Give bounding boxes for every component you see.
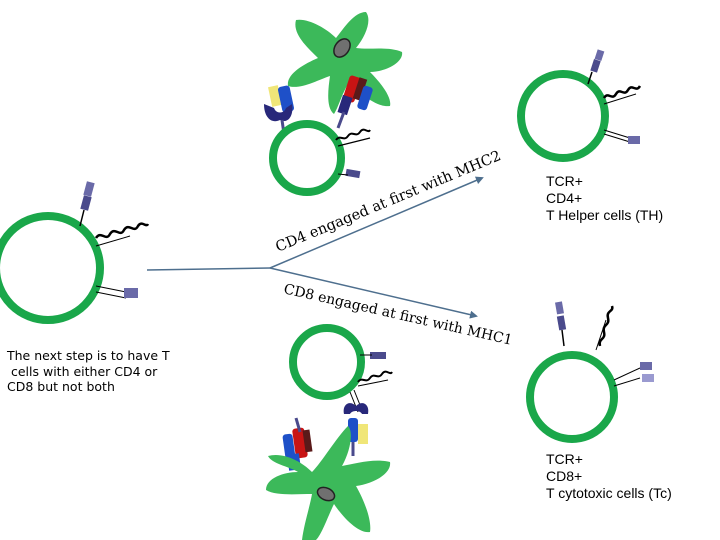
t-cell-double-positive — [0, 181, 150, 324]
t-cytotoxic-cd8: CD8+ — [546, 468, 583, 484]
t-helper-cell — [517, 49, 642, 162]
cd8-arrow-label: CD8 engaged at first with MHC1 — [282, 281, 514, 348]
mhc-tcr-complex-top-left — [264, 85, 295, 135]
explanation-note: The next step is to have T cells with ei… — [7, 348, 207, 395]
arrow-to-helper — [269, 176, 484, 269]
cell-membrane — [269, 120, 345, 196]
t-cell-bottom — [289, 324, 393, 413]
t-helper-label: TCR+ CD4+ T Helper cells (TH) — [546, 173, 663, 224]
antigen-presenting-cell — [266, 426, 391, 540]
antigen-presenting-cell — [287, 12, 403, 114]
receptor — [124, 288, 138, 298]
receptor — [642, 374, 654, 382]
tcr-receptor-vertical — [79, 181, 95, 227]
t-cytotoxic-name: T cytotoxic cells (Tc) — [546, 485, 672, 501]
mhc2-tcr-complex-top — [336, 75, 373, 129]
arrow-to-cytotoxic — [269, 267, 478, 319]
cell-membrane — [289, 324, 365, 400]
branch-arrows — [146, 176, 484, 319]
mhc1-tcr-complex-bottom-left — [282, 417, 313, 471]
tcr-coil — [94, 222, 150, 239]
apc-top — [287, 12, 403, 114]
receptor — [640, 362, 652, 370]
tcr-coil — [335, 128, 371, 141]
t-cytotoxic-tcr: TCR+ — [546, 451, 583, 467]
tcr-receptor-vertical — [555, 301, 567, 347]
t-cytotoxic-cell — [526, 301, 654, 443]
tcr-coil — [602, 85, 642, 99]
stem-line — [146, 267, 271, 271]
t-helper-name: T Helper cells (TH) — [546, 207, 664, 223]
cell-membrane — [526, 351, 618, 443]
tcr-receptor-vertical — [587, 49, 605, 85]
note-line-3: CD8 but not both — [7, 379, 115, 394]
t-cytotoxic-label: TCR+ CD8+ T cytotoxic cells (Tc) — [546, 451, 672, 502]
note-line-1: The next step is to have T — [7, 348, 170, 363]
cell-membrane — [0, 212, 104, 324]
apc-nucleus — [316, 486, 336, 502]
note-line-2: cells with either CD4 or — [7, 363, 158, 379]
receptor — [628, 136, 640, 144]
cd4-arrow-label: CD4 engaged at first with MHC2 — [273, 148, 503, 256]
apc-bottom — [266, 426, 391, 540]
apc-nucleus — [333, 38, 351, 58]
receptor — [370, 352, 386, 359]
tcr-coil — [598, 305, 614, 347]
tcr-coil — [357, 370, 393, 383]
t-cell-top — [269, 120, 371, 196]
cell-membrane — [517, 70, 609, 162]
t-helper-tcr: TCR+ — [546, 173, 583, 189]
receptor — [345, 168, 361, 179]
t-helper-cd4: CD4+ — [546, 190, 583, 206]
